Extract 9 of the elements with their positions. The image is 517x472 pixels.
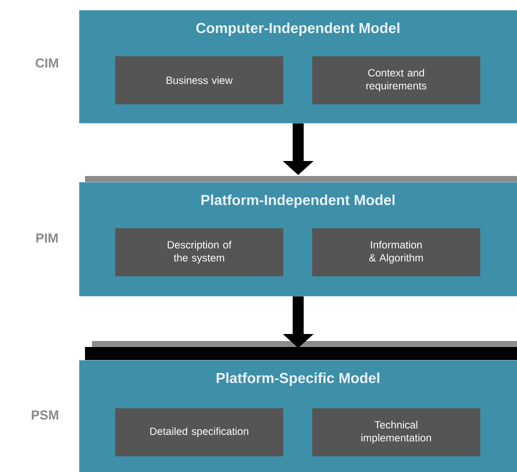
component-box: Detailed specification [115, 408, 284, 456]
level-label: CIM [36, 58, 58, 68]
component-box: Description of the system [115, 228, 284, 276]
level-label: PIM [36, 234, 58, 242]
component-box: Business view [115, 56, 284, 104]
component-box: Technical implementation [312, 408, 480, 456]
level-label: PSM [32, 410, 58, 420]
component-box: Context and requirements [312, 56, 480, 104]
component-box: Information & Algorithm [312, 228, 480, 276]
